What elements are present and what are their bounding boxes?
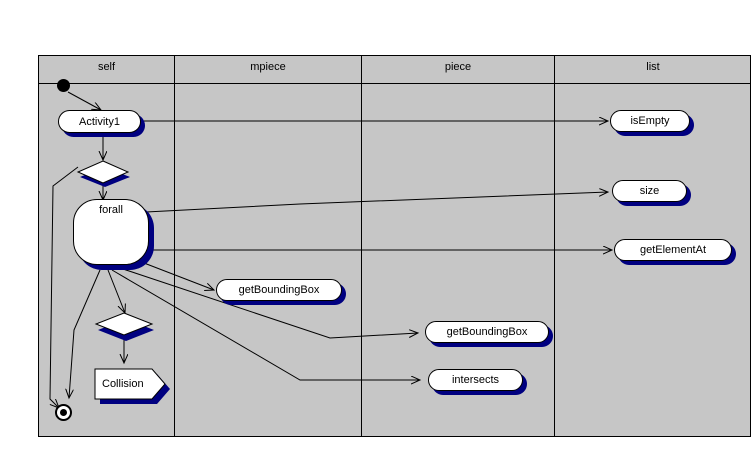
action-activity1[interactable]: Activity1 [58, 110, 145, 137]
final-node-core [60, 409, 67, 416]
signal-send-collision[interactable]: Collision [95, 369, 165, 399]
lane-header-rule [39, 83, 750, 84]
action-piece-getboundingbox[interactable]: getBoundingBox [425, 321, 553, 347]
action-mpiece-getboundingbox-label: getBoundingBox [216, 279, 342, 301]
action-piece-intersects[interactable]: intersects [428, 369, 527, 395]
action-piece-getboundingbox-label: getBoundingBox [425, 321, 549, 343]
action-list-isempty-label: isEmpty [610, 110, 690, 132]
action-list-getelementat-label: getElementAt [614, 239, 732, 261]
lane-header-mpiece: mpiece [250, 61, 286, 73]
lane-divider-3 [554, 56, 555, 436]
action-piece-intersects-label: intersects [428, 369, 523, 391]
action-list-isempty[interactable]: isEmpty [610, 110, 694, 136]
lane-header-self: self [97, 61, 116, 73]
lane-header-list: list [646, 61, 660, 73]
action-mpiece-getboundingbox[interactable]: getBoundingBox [216, 279, 346, 305]
lane-divider-2 [361, 56, 362, 436]
action-activity1-label: Activity1 [58, 110, 141, 133]
initial-node[interactable] [57, 79, 70, 92]
action-list-size-label: size [612, 180, 687, 202]
final-node[interactable] [55, 404, 72, 421]
signal-send-collision-label: Collision [102, 378, 144, 390]
structured-action-forall[interactable]: forall [73, 199, 154, 270]
lane-divider-1 [174, 56, 175, 436]
action-list-size[interactable]: size [612, 180, 691, 206]
action-list-getelementat[interactable]: getElementAt [614, 239, 736, 265]
lane-header-piece: piece [444, 61, 472, 73]
structured-action-forall-label: forall [73, 199, 149, 265]
